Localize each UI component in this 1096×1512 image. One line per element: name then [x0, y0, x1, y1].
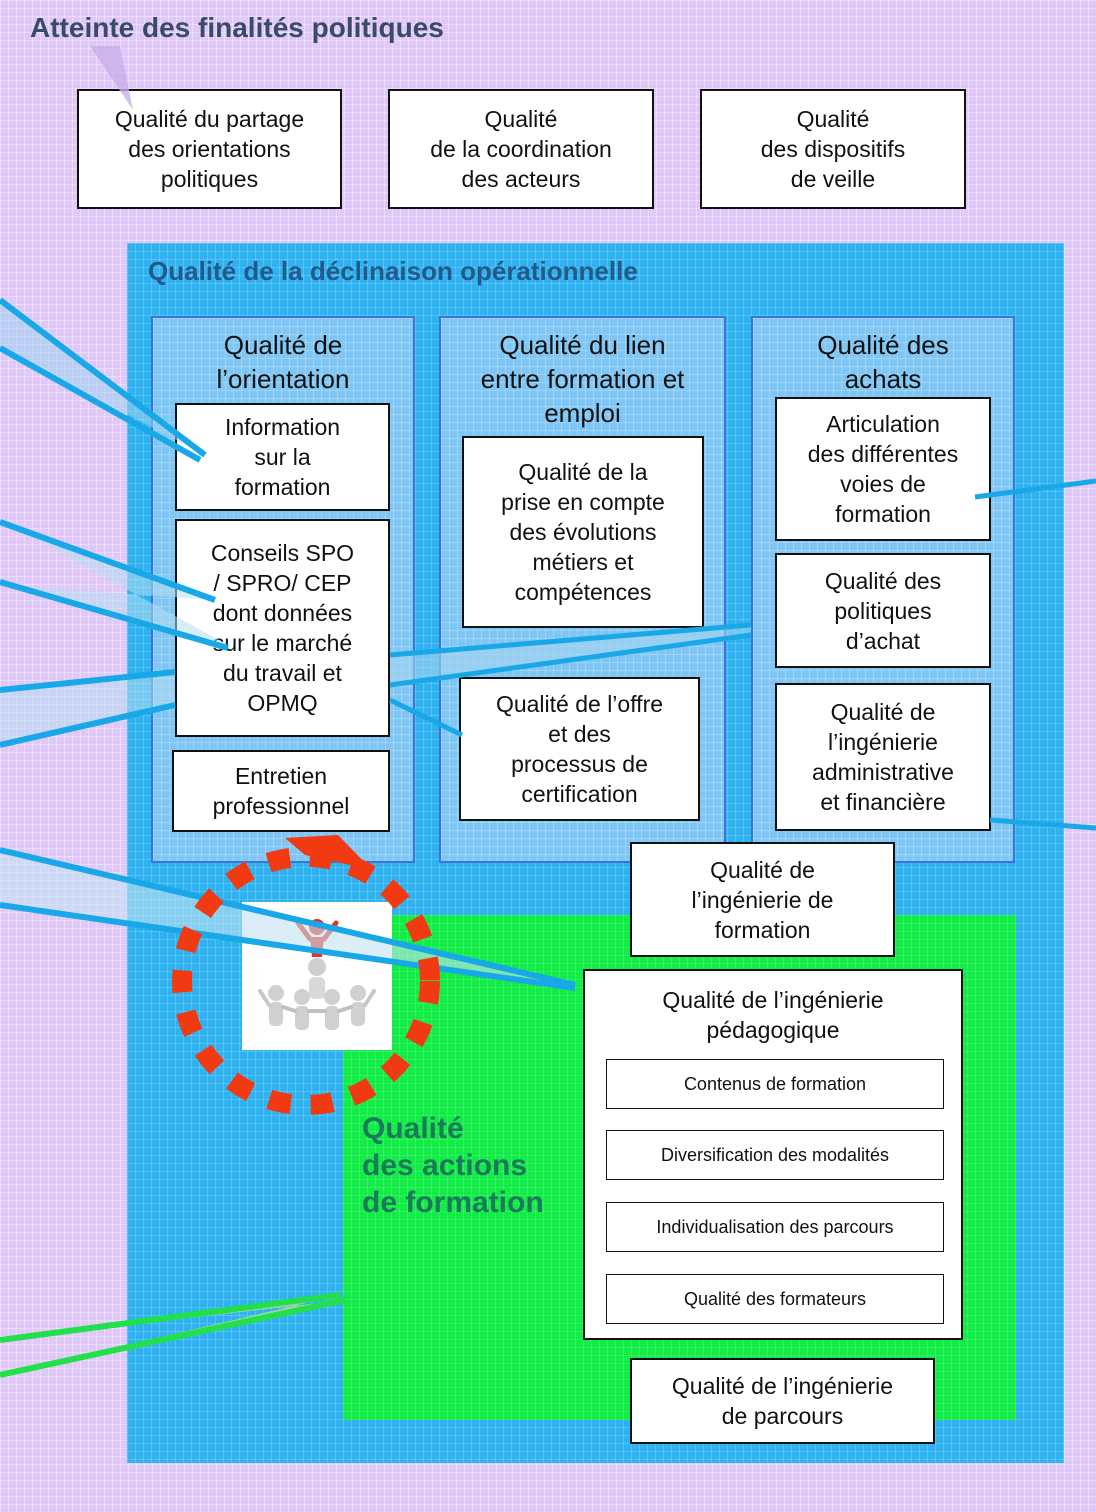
box-ingenierie-parcours: Qualité de l’ingénierie de parcours	[630, 1358, 935, 1444]
box-information-formation: Information sur la formation	[175, 403, 390, 511]
box-coordination-acteurs: Qualité de la coordination des acteurs	[388, 89, 654, 209]
item-qualite-formateurs: Qualité des formateurs	[606, 1274, 944, 1324]
box-ingenierie-administrative: Qualité de l’ingénierie administrative e…	[775, 683, 991, 831]
item-individualisation-parcours: Individualisation des parcours	[606, 1202, 944, 1252]
column-lien-title: Qualité du lien entre formation et emplo…	[480, 330, 685, 428]
box-articulation-voies: Articulation des différentes voies de fo…	[775, 397, 991, 541]
box-dispositifs-veille: Qualité des dispositifs de veille	[700, 89, 966, 209]
region-declinaison-title: Qualité de la déclinaison opérationnelle	[148, 256, 638, 286]
people-pyramid-icon	[258, 919, 376, 1030]
box-politiques-achat: Qualité des politiques d’achat	[775, 553, 991, 668]
column-achats-title: Qualité des achats	[817, 330, 949, 394]
box-partage-orientations: Qualité du partage des orientations poli…	[77, 89, 342, 209]
item-diversification-modalites: Diversification des modalités	[606, 1130, 944, 1180]
box-ingenierie-formation: Qualité de l’ingénierie de formation	[630, 842, 895, 957]
pedagogique-title: Qualité de l’ingénierie pédagogique	[662, 987, 884, 1043]
item-contenus-formation: Contenus de formation	[606, 1059, 944, 1109]
box-entretien-professionnel: Entretien professionnel	[172, 750, 390, 832]
box-conseils-spo: Conseils SPO / SPRO/ CEP dont données su…	[175, 519, 390, 737]
actions-title: Qualité des actions de formation	[362, 1112, 544, 1219]
column-orientation-title: Qualité de l’orientation	[216, 330, 350, 394]
box-offre-certification: Qualité de l’offre et des processus de c…	[459, 677, 700, 821]
page-title: Atteinte des finalités politiques	[30, 12, 444, 43]
people-illustration	[242, 902, 392, 1050]
box-evolutions-metiers: Qualité de la prise en compte des évolut…	[462, 436, 704, 628]
